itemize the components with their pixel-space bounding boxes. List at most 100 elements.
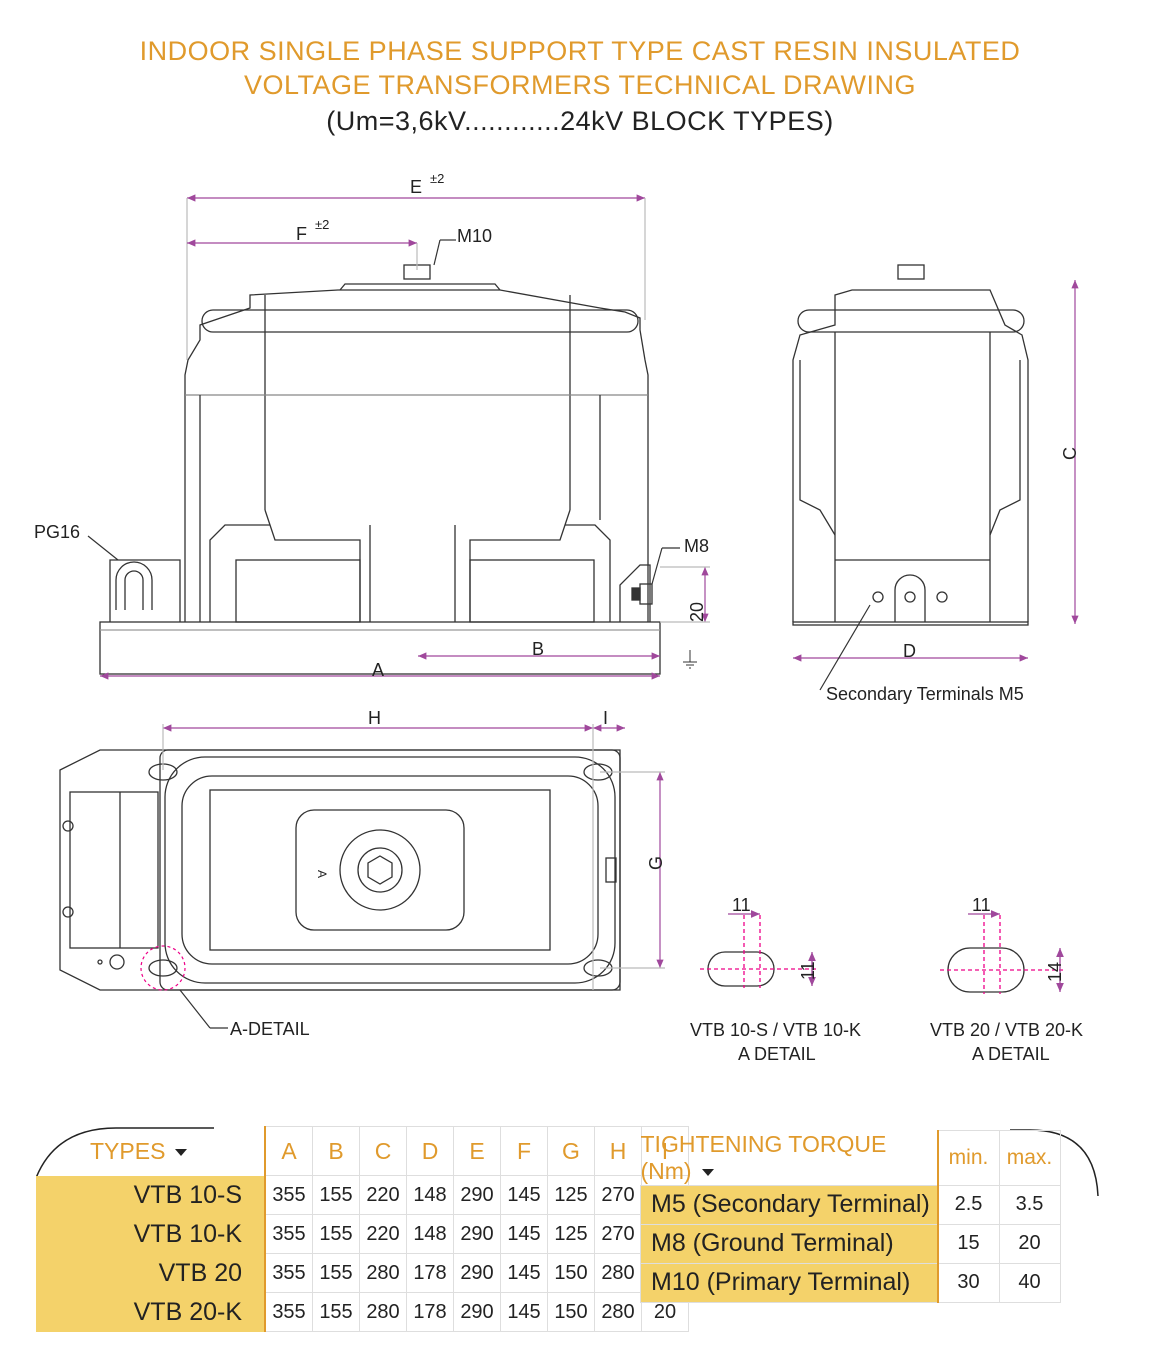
front-view <box>99 264 661 675</box>
label-B: B <box>532 639 544 659</box>
table-row: VTB 10-K 355 155 220 148 290 145 125 270… <box>36 1214 689 1254</box>
detail-2-caption-1: VTB 20 / VTB 20-K <box>930 1020 1083 1040</box>
cell: 220 <box>359 1214 407 1254</box>
cell: 280 <box>359 1253 407 1293</box>
detail-1-caption-1: VTB 10-S / VTB 10-K <box>690 1020 861 1040</box>
label-M10: M10 <box>457 226 492 246</box>
torque-min: 15 <box>937 1223 1000 1264</box>
label-detail-1-height: 11 <box>798 961 818 980</box>
label-detail-2-height: 14 <box>1045 962 1065 982</box>
cell: 355 <box>264 1253 313 1293</box>
table-row: VTB 20-K 355 155 280 178 290 145 150 280… <box>36 1292 689 1332</box>
label-I: I <box>603 708 608 728</box>
cell: 355 <box>264 1175 313 1215</box>
label-A-detail: A-DETAIL <box>230 1019 310 1039</box>
cell: 145 <box>500 1292 548 1332</box>
dropdown-arrow-icon <box>175 1148 188 1156</box>
cell: 145 <box>500 1175 548 1215</box>
technical-drawing: E ±2 F ±2 M10 PG16 M8 20 A B C D Seconda… <box>34 171 1083 1064</box>
label-PG16: PG16 <box>34 522 80 542</box>
col-header: E <box>453 1126 501 1176</box>
torque-name: M10 (Primary Terminal) <box>640 1262 939 1303</box>
torque-max: 20 <box>998 1223 1061 1264</box>
side-dimensions <box>793 280 1079 691</box>
label-F: F <box>296 224 307 244</box>
label-H: H <box>368 708 381 728</box>
col-header: F <box>500 1126 548 1176</box>
dimensions-table-header: TYPES A B C D E F G H I <box>36 1126 689 1176</box>
cell: 155 <box>312 1214 360 1254</box>
type-name: VTB 10-K <box>36 1214 265 1254</box>
label-detail-2-width: 11 <box>972 895 991 915</box>
torque-name: M8 (Ground Terminal) <box>640 1223 939 1264</box>
cell: 355 <box>264 1214 313 1254</box>
col-header: G <box>547 1126 595 1176</box>
col-header: B <box>312 1126 360 1176</box>
torque-header: TIGHTENING TORQUE (Nm) <box>640 1130 939 1185</box>
title-line-3: (Um=3,6kV............24kV BLOCK TYPES) <box>326 106 834 136</box>
detail-1-caption-2: A DETAIL <box>738 1044 816 1064</box>
table-row: M5 (Secondary Terminal) 2.5 3.5 <box>640 1184 1061 1225</box>
ground-symbol-icon <box>683 650 697 669</box>
cell: 150 <box>547 1253 595 1293</box>
label-20: 20 <box>687 602 707 622</box>
type-name: VTB 20-K <box>36 1292 265 1332</box>
cell: 220 <box>359 1175 407 1215</box>
cell: 155 <box>312 1175 360 1215</box>
cell: 125 <box>547 1214 595 1254</box>
label-A-mark: A <box>315 870 329 878</box>
detail-2-slot <box>940 910 1064 994</box>
min-header: min. <box>937 1130 1000 1186</box>
label-E-tolerance: ±2 <box>430 171 444 186</box>
cell: 280 <box>594 1253 642 1293</box>
table-row: VTB 20 355 155 280 178 290 145 150 280 2… <box>36 1253 689 1293</box>
label-A: A <box>372 660 384 680</box>
label-G: G <box>646 856 666 870</box>
col-header: H <box>594 1126 642 1176</box>
table-row: VTB 10-S 355 155 220 148 290 145 125 270… <box>36 1175 689 1215</box>
cell: 148 <box>406 1175 454 1215</box>
cell: 290 <box>453 1214 501 1254</box>
cell: 155 <box>312 1292 360 1332</box>
cell: 178 <box>406 1292 454 1332</box>
type-name: VTB 20 <box>36 1253 265 1293</box>
max-header: max. <box>998 1130 1061 1186</box>
col-header: D <box>406 1126 454 1176</box>
types-header-curve <box>36 1127 214 1178</box>
cell: 150 <box>547 1292 595 1332</box>
cell: 125 <box>547 1175 595 1215</box>
cell: 280 <box>359 1292 407 1332</box>
cell: 148 <box>406 1214 454 1254</box>
table-row: M8 (Ground Terminal) 15 20 <box>640 1223 1061 1264</box>
dimensions-table: TYPES A B C D E F G H I VTB 10-S 355 155… <box>36 1126 689 1332</box>
label-C: C <box>1060 447 1080 460</box>
top-view <box>59 749 621 991</box>
title-line-1: INDOOR SINGLE PHASE SUPPORT TYPE CAST RE… <box>139 36 1021 66</box>
side-view <box>792 264 1029 626</box>
label-detail-1-width: 11 <box>732 895 751 915</box>
cell: 155 <box>312 1253 360 1293</box>
types-header: TYPES <box>36 1127 265 1176</box>
dropdown-arrow-icon <box>701 1168 714 1176</box>
cell: 290 <box>453 1292 501 1332</box>
torque-min: 2.5 <box>937 1184 1000 1225</box>
label-secondary-terminals: Secondary Terminals M5 <box>826 684 1024 704</box>
front-dimensions <box>87 194 710 680</box>
cell: 145 <box>500 1253 548 1293</box>
label-F-tolerance: ±2 <box>315 217 329 232</box>
top-dimensions <box>140 724 665 1029</box>
cell: 270 <box>594 1175 642 1215</box>
torque-max: 40 <box>998 1262 1061 1303</box>
torque-table-header: TIGHTENING TORQUE (Nm) min. max. <box>640 1130 1061 1186</box>
cell: 280 <box>594 1292 642 1332</box>
torque-min: 30 <box>937 1262 1000 1303</box>
label-E: E <box>410 177 422 197</box>
cell: 290 <box>453 1253 501 1293</box>
torque-name: M5 (Secondary Terminal) <box>640 1184 939 1225</box>
table-row: M10 (Primary Terminal) 30 40 <box>640 1262 1061 1303</box>
type-name: VTB 10-S <box>36 1175 265 1215</box>
label-M8: M8 <box>684 536 709 556</box>
cell: 178 <box>406 1253 454 1293</box>
torque-max: 3.5 <box>998 1184 1061 1225</box>
cell: 355 <box>264 1292 313 1332</box>
